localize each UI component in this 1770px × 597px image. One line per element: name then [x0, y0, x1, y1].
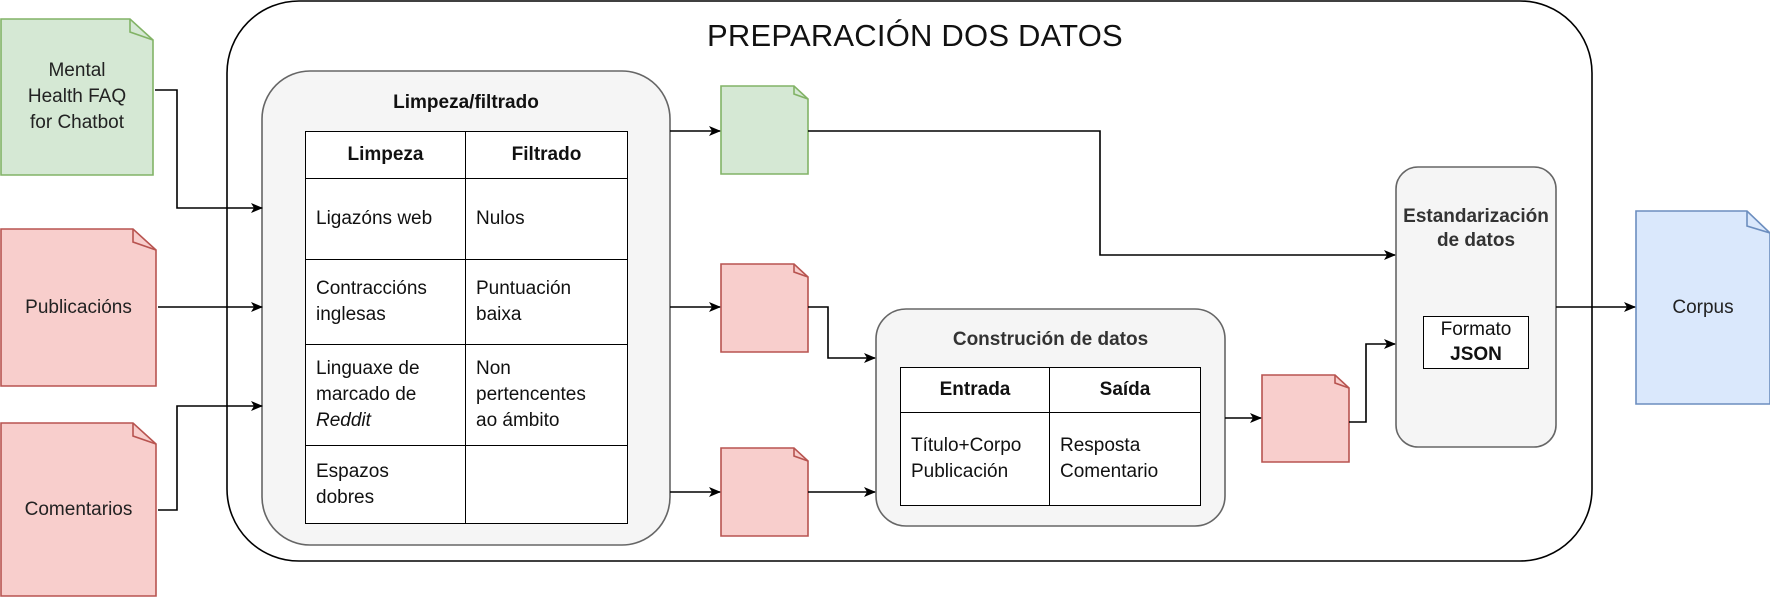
faq-clean-document — [720, 85, 809, 175]
standardization-title-line-2: de datos — [1436, 230, 1516, 251]
comments-clean-fold — [793, 448, 809, 462]
cell-line: Nulos — [476, 208, 525, 229]
comments-source-fold — [132, 423, 157, 445]
filtering-cell: Puntuación baixa — [465, 259, 628, 345]
cell-line: Resposta — [1060, 435, 1141, 456]
cleaning-header-cell: Limpeza — [305, 131, 466, 179]
publications-source-label: Publicacións — [25, 296, 132, 318]
faq-source-label: Mental Health FAQ for Chatbot — [1, 19, 153, 175]
cell-line: baixa — [476, 304, 522, 325]
comments-clean-document — [720, 447, 809, 537]
filtering-cell: Nulos — [465, 178, 628, 260]
cell-line: inglesas — [316, 304, 386, 325]
constructed-data-document — [1261, 374, 1350, 463]
output-cell: Resposta Comentario — [1049, 412, 1201, 506]
faq-source-fold — [129, 19, 154, 41]
cleaning-title: Limpeza/filtrado — [393, 92, 539, 113]
standardization-title-line-1: Estandarización — [1403, 206, 1549, 227]
publications-clean-fold — [793, 264, 809, 278]
cell-line: dobres — [316, 486, 375, 508]
faq-doc-to-standardization-arrow — [808, 130, 1396, 260]
faq-label-line-2: Health FAQ — [27, 86, 127, 107]
cell-line: Linguaxe de — [316, 358, 420, 379]
format-value: JSON — [1450, 344, 1502, 365]
comments-to-cleaning-arrow — [158, 401, 263, 511]
cleaning-cell: Linguaxe de marcado de Reddit — [305, 344, 466, 446]
cell-line: pertencentes — [476, 384, 586, 405]
cleaning-cell: Ligazóns web — [305, 178, 466, 260]
frame-title: PREPARACIÓN DOS DATOS — [707, 18, 1123, 53]
faq-label-line-1: Mental — [48, 60, 106, 81]
corpus-output-label: Corpus — [1672, 296, 1734, 318]
filtering-cell: Non pertencentes ao ámbito — [465, 344, 628, 446]
publications-doc-to-construction-arrow — [808, 306, 876, 363]
publications-source-document — [0, 228, 157, 387]
publications-source-fold — [132, 229, 157, 251]
faq-source-document — [0, 18, 154, 176]
faq-to-cleaning-arrow — [155, 89, 263, 213]
cleaning-cell: Espazos dobres — [305, 445, 466, 524]
input-header-cell: Entrada — [900, 367, 1050, 413]
doc-to-standardization-arrow — [1349, 339, 1396, 423]
cleaning-cell: Contraccións inglesas — [305, 259, 466, 345]
corpus-output-document — [1635, 210, 1770, 405]
cell-line: ao ámbito — [476, 410, 560, 431]
input-cell: Título+Corpo Publicación — [900, 412, 1050, 506]
comments-source-document — [0, 422, 157, 597]
cleaning-table: Limpeza Filtrado Ligazóns web Nulos Cont… — [305, 131, 628, 524]
cell-line: Comentario — [1060, 461, 1159, 482]
cell-line: marcado de — [316, 384, 417, 405]
output-header-cell: Saída — [1049, 367, 1201, 413]
cell-line: Publicación — [911, 461, 1009, 482]
standardization-title: Estandarización de datos — [1396, 205, 1556, 253]
construction-title: Construción de datos — [952, 329, 1149, 350]
publications-clean-document — [720, 263, 809, 353]
cell-line: Contraccións — [316, 278, 427, 299]
faq-label-line-3: for Chatbot — [30, 112, 124, 133]
construction-table: Entrada Saída Título+Corpo Publicación R… — [900, 367, 1201, 506]
cell-line: Título+Corpo — [911, 435, 1022, 456]
corpus-output-fold — [1746, 211, 1770, 234]
format-label: Formato — [1440, 319, 1512, 340]
cell-line: Puntuación — [476, 278, 572, 299]
format-json-box: Formato JSON — [1423, 316, 1529, 369]
constructed-data-fold — [1334, 375, 1350, 389]
cell-line: Non — [476, 358, 511, 379]
comments-source-label: Comentarios — [24, 498, 133, 520]
cell-line: Ligazóns web — [316, 208, 433, 229]
filtering-header-cell: Filtrado — [465, 131, 628, 179]
filtering-cell-empty — [465, 445, 628, 524]
cell-line-italic: Reddit — [316, 410, 371, 431]
cell-line: Espazos — [316, 460, 389, 482]
faq-clean-fold — [793, 86, 809, 100]
